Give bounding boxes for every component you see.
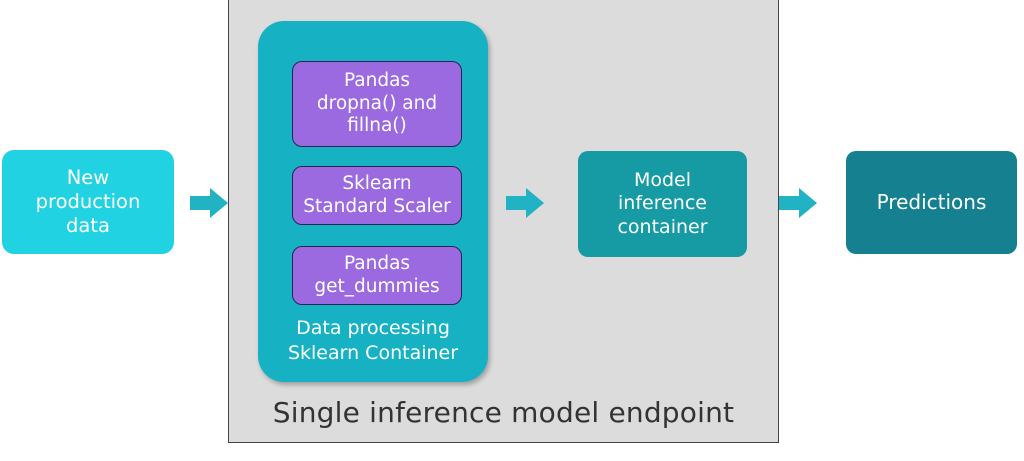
new-production-data-box: New production data	[2, 150, 174, 254]
model-line: container	[617, 215, 708, 238]
step-line: Pandas	[343, 252, 411, 274]
step-line: dropna() and	[316, 92, 438, 114]
arrow-right-icon	[506, 188, 544, 218]
model-line: inference	[618, 192, 707, 215]
container-label-line: Sklearn Container	[287, 341, 459, 364]
step-line: get_dummies	[314, 275, 440, 297]
step-standard-scaler: Sklearn Standard Scaler	[292, 166, 462, 225]
endpoint-label: Single inference model endpoint	[272, 396, 735, 429]
step-get-dummies: Pandas get_dummies	[292, 246, 462, 305]
processing-container-label: Data processing Sklearn Container	[258, 316, 488, 365]
step-line: fillna()	[347, 115, 407, 137]
model-line: Model	[633, 169, 692, 192]
step-line: Pandas	[343, 70, 411, 92]
predictions-label: Predictions	[876, 190, 987, 215]
predictions-box: Predictions	[846, 151, 1017, 254]
model-inference-container-box: Model inference container	[578, 151, 747, 257]
new-data-line: New	[66, 166, 110, 190]
arrow-right-icon	[190, 188, 228, 218]
new-data-line: data	[66, 213, 110, 237]
step-line: Sklearn	[342, 172, 412, 194]
step-line: Standard Scaler	[303, 195, 451, 217]
new-data-line: production	[35, 190, 141, 214]
arrow-right-icon	[779, 188, 817, 218]
step-dropna-fillna: Pandas dropna() and fillna()	[292, 61, 462, 147]
container-label-line: Data processing	[296, 317, 450, 339]
